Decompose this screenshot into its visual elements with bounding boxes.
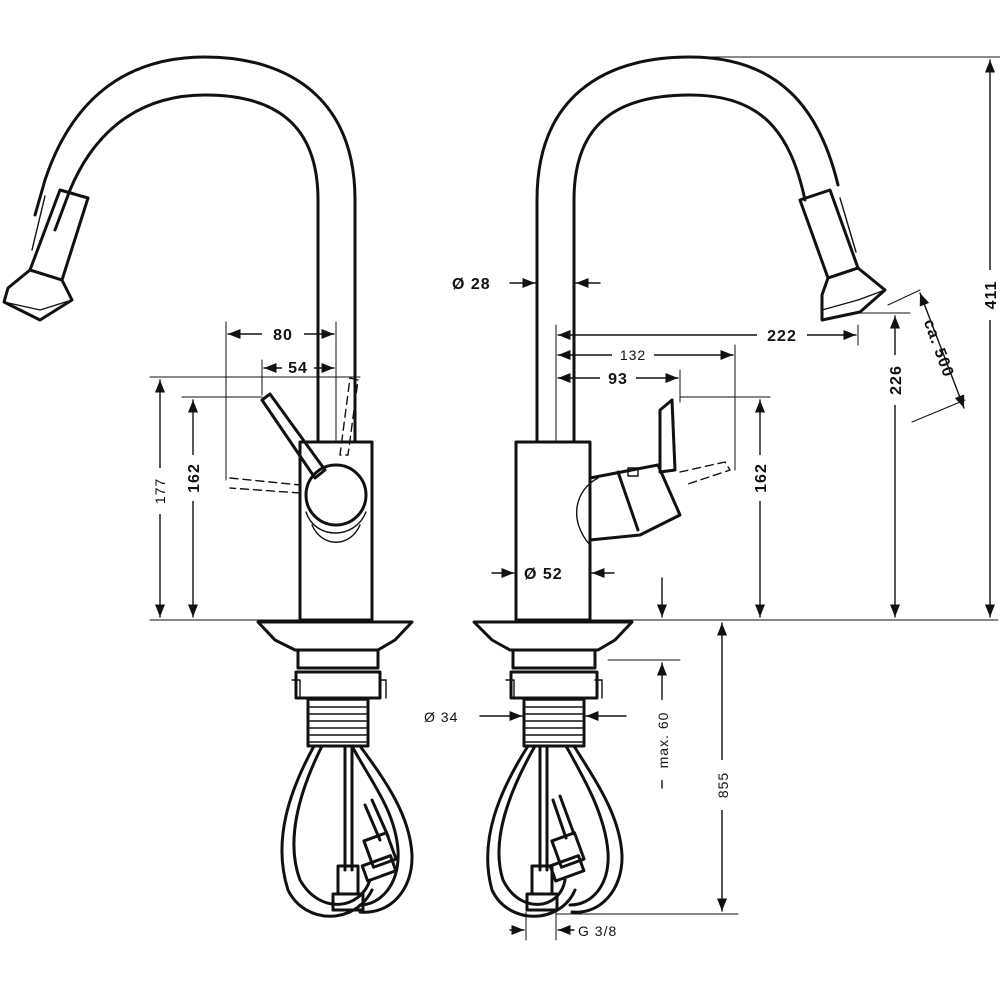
front-hoses [280, 744, 414, 918]
dim-front-width-54: 54 [288, 360, 308, 377]
side-base [472, 620, 634, 748]
dim-front-height-162: 162 [186, 463, 203, 493]
side-spout [535, 55, 887, 444]
dim-reach-222: 222 [767, 328, 797, 345]
dim-hose-length: 855 [715, 772, 731, 798]
side-view [472, 55, 1000, 941]
dim-body-diameter: Ø 52 [524, 566, 563, 583]
dim-max-thickness: max. 60 [655, 712, 671, 769]
dim-pullout-length: ca. 500 [920, 317, 957, 380]
dim-spout-height-226: 226 [888, 365, 905, 395]
front-view [2, 55, 414, 918]
dim-reach-93: 93 [608, 371, 628, 388]
side-body [514, 398, 731, 622]
dim-total-height-411: 411 [983, 281, 1000, 310]
dim-front-width-80: 80 [273, 327, 293, 344]
front-body [229, 377, 374, 622]
side-hoses [486, 744, 624, 918]
dim-thread: G 3/8 [578, 923, 617, 939]
front-spout [2, 55, 357, 444]
dim-spout-diameter: Ø 28 [452, 276, 491, 293]
side-dimensions [479, 56, 1000, 941]
dim-reach-132: 132 [620, 347, 646, 363]
dim-lever-height-162: 162 [753, 463, 770, 493]
dim-front-height-177: 177 [152, 478, 168, 504]
front-base [256, 620, 414, 748]
front-dimensions [149, 321, 361, 621]
dim-connection-diameter: Ø 34 [424, 709, 458, 725]
